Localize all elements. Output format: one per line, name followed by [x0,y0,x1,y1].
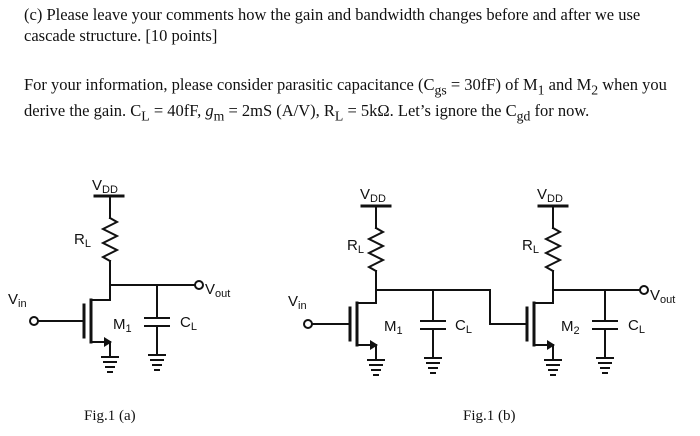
figure-caption-a: Fig.1 (a) [84,408,136,424]
transistor-m2-b [525,289,562,376]
cl-label-b1: CL [455,317,472,336]
rl-label-b2: RL [522,237,539,256]
resistor-rl-a [100,216,120,263]
transistor-m1-b [348,289,385,376]
m2-label-b: M2 [561,318,580,337]
vin-label-a: Vin [8,291,27,310]
resistor-rl-b1 [366,226,386,273]
vdd-label-a: VDD [92,177,118,196]
vout-terminal-a [194,280,204,290]
fig-a-circuit [29,194,204,373]
resistor-rl-b2 [543,226,563,273]
cl-label-a: CL [180,314,197,333]
rl-label-b1: RL [347,237,364,256]
m1-label-b: M1 [384,318,403,337]
vin-terminal-a [29,316,39,326]
rl-label-a: RL [74,231,91,250]
cl-label-b2: CL [628,317,645,336]
question-part-c: (c) Please leave your comments how the g… [24,5,641,45]
component-info: For your information, please consider pa… [24,75,667,124]
vout-label-b: Vout [650,287,675,306]
vdd-label-b1: VDD [360,186,386,205]
figure-caption-b: Fig.1 (b) [463,408,516,424]
vin-terminal-b [303,319,313,329]
vdd-label-b2: VDD [537,186,563,205]
m1-label-a: M1 [113,316,132,335]
vout-label-a: Vout [205,281,230,300]
vout-terminal-b [639,285,649,295]
fig-b-circuit [303,204,649,376]
vin-label-b: Vin [288,293,307,312]
